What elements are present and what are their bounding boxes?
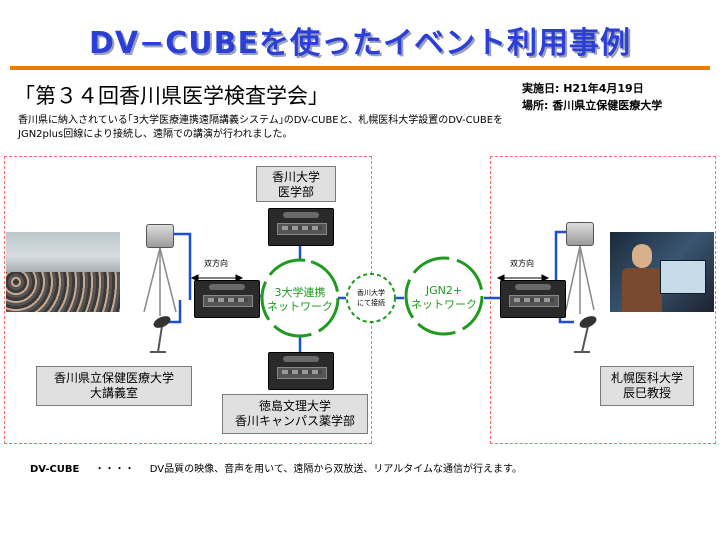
link-camera-left [168, 232, 192, 300]
dv-cube-right-device [500, 280, 566, 318]
professor-photo [610, 232, 714, 312]
projection-screen-shape [660, 260, 706, 294]
bidirectional-label-left: 双方向 [204, 259, 228, 268]
audience-shape [6, 272, 120, 312]
dv-cube-tokushima-device [268, 352, 334, 390]
mic-left-shape [150, 316, 171, 353]
three-univ-network-circle [260, 258, 340, 338]
tripod-right-lines [565, 245, 595, 314]
page-title: DV−CUBEを使ったイベント利用事例 [89, 26, 631, 61]
footer-definition: DV-CUBE ・・・・ DV品質の映像、音声を用いて、遠隔から双放送、リアルタ… [30, 460, 522, 475]
description-line-2: JGN2plus回線により接続し、遠隔での講演が行われました。 [18, 129, 293, 140]
professor-body-shape [622, 268, 662, 312]
footer-dots: ・・・・ [94, 464, 135, 475]
event-place: 場所: 香川県立保健医療大学 [522, 99, 663, 112]
footer-term: DV-CUBE [30, 464, 80, 475]
tokushima-univ-label: 徳島文理大学 香川キャンパス薬学部 [222, 394, 368, 434]
event-date: 実施日: H21年4月19日 [522, 82, 644, 95]
footer-text: DV品質の映像、音声を用いて、遠隔から双放送、リアルタイムな通信が行えます。 [149, 464, 523, 475]
event-description: 香川県に納入されている｢3大学医療連携遠隔講義システム｣のDV-CUBEと、札幌… [18, 114, 618, 142]
event-subtitle: 「第３４回香川県医学検査学会」 [14, 84, 329, 108]
tripod-left-lines [143, 247, 177, 316]
description-line-1: 香川県に納入されている｢3大学医療連携遠隔講義システム｣のDV-CUBEと、札幌… [18, 115, 504, 126]
sapporo-univ-label: 札幌医科大学 辰巳教授 [600, 366, 694, 406]
three-univ-network-label: 3大学連携 ネットワーク [267, 286, 333, 313]
kagawa-med-label: 香川大学 医学部 [256, 166, 336, 202]
gateway-circle [346, 273, 396, 323]
gateway-label: 香川大学 にて接続 [357, 289, 385, 307]
prefectural-univ-label: 香川県立保健医療大学 大講義室 [36, 366, 192, 406]
title-underline [10, 66, 710, 70]
mic-right-shape [574, 316, 597, 353]
jgn-network-label: JGN2+ ネットワーク [411, 284, 477, 311]
sapporo-region [490, 156, 716, 444]
bidirectional-label-right: 双方向 [510, 259, 534, 268]
lecture-hall-photo [6, 232, 120, 312]
jgn-network-circle [404, 256, 484, 336]
dv-cube-kagawa-med-device [268, 208, 334, 246]
camera-left-icon [146, 224, 174, 248]
dv-cube-left-device [194, 280, 260, 318]
camera-right-icon [566, 222, 594, 246]
bidirectional-arrows [190, 274, 550, 282]
professor-head-shape [632, 244, 652, 268]
